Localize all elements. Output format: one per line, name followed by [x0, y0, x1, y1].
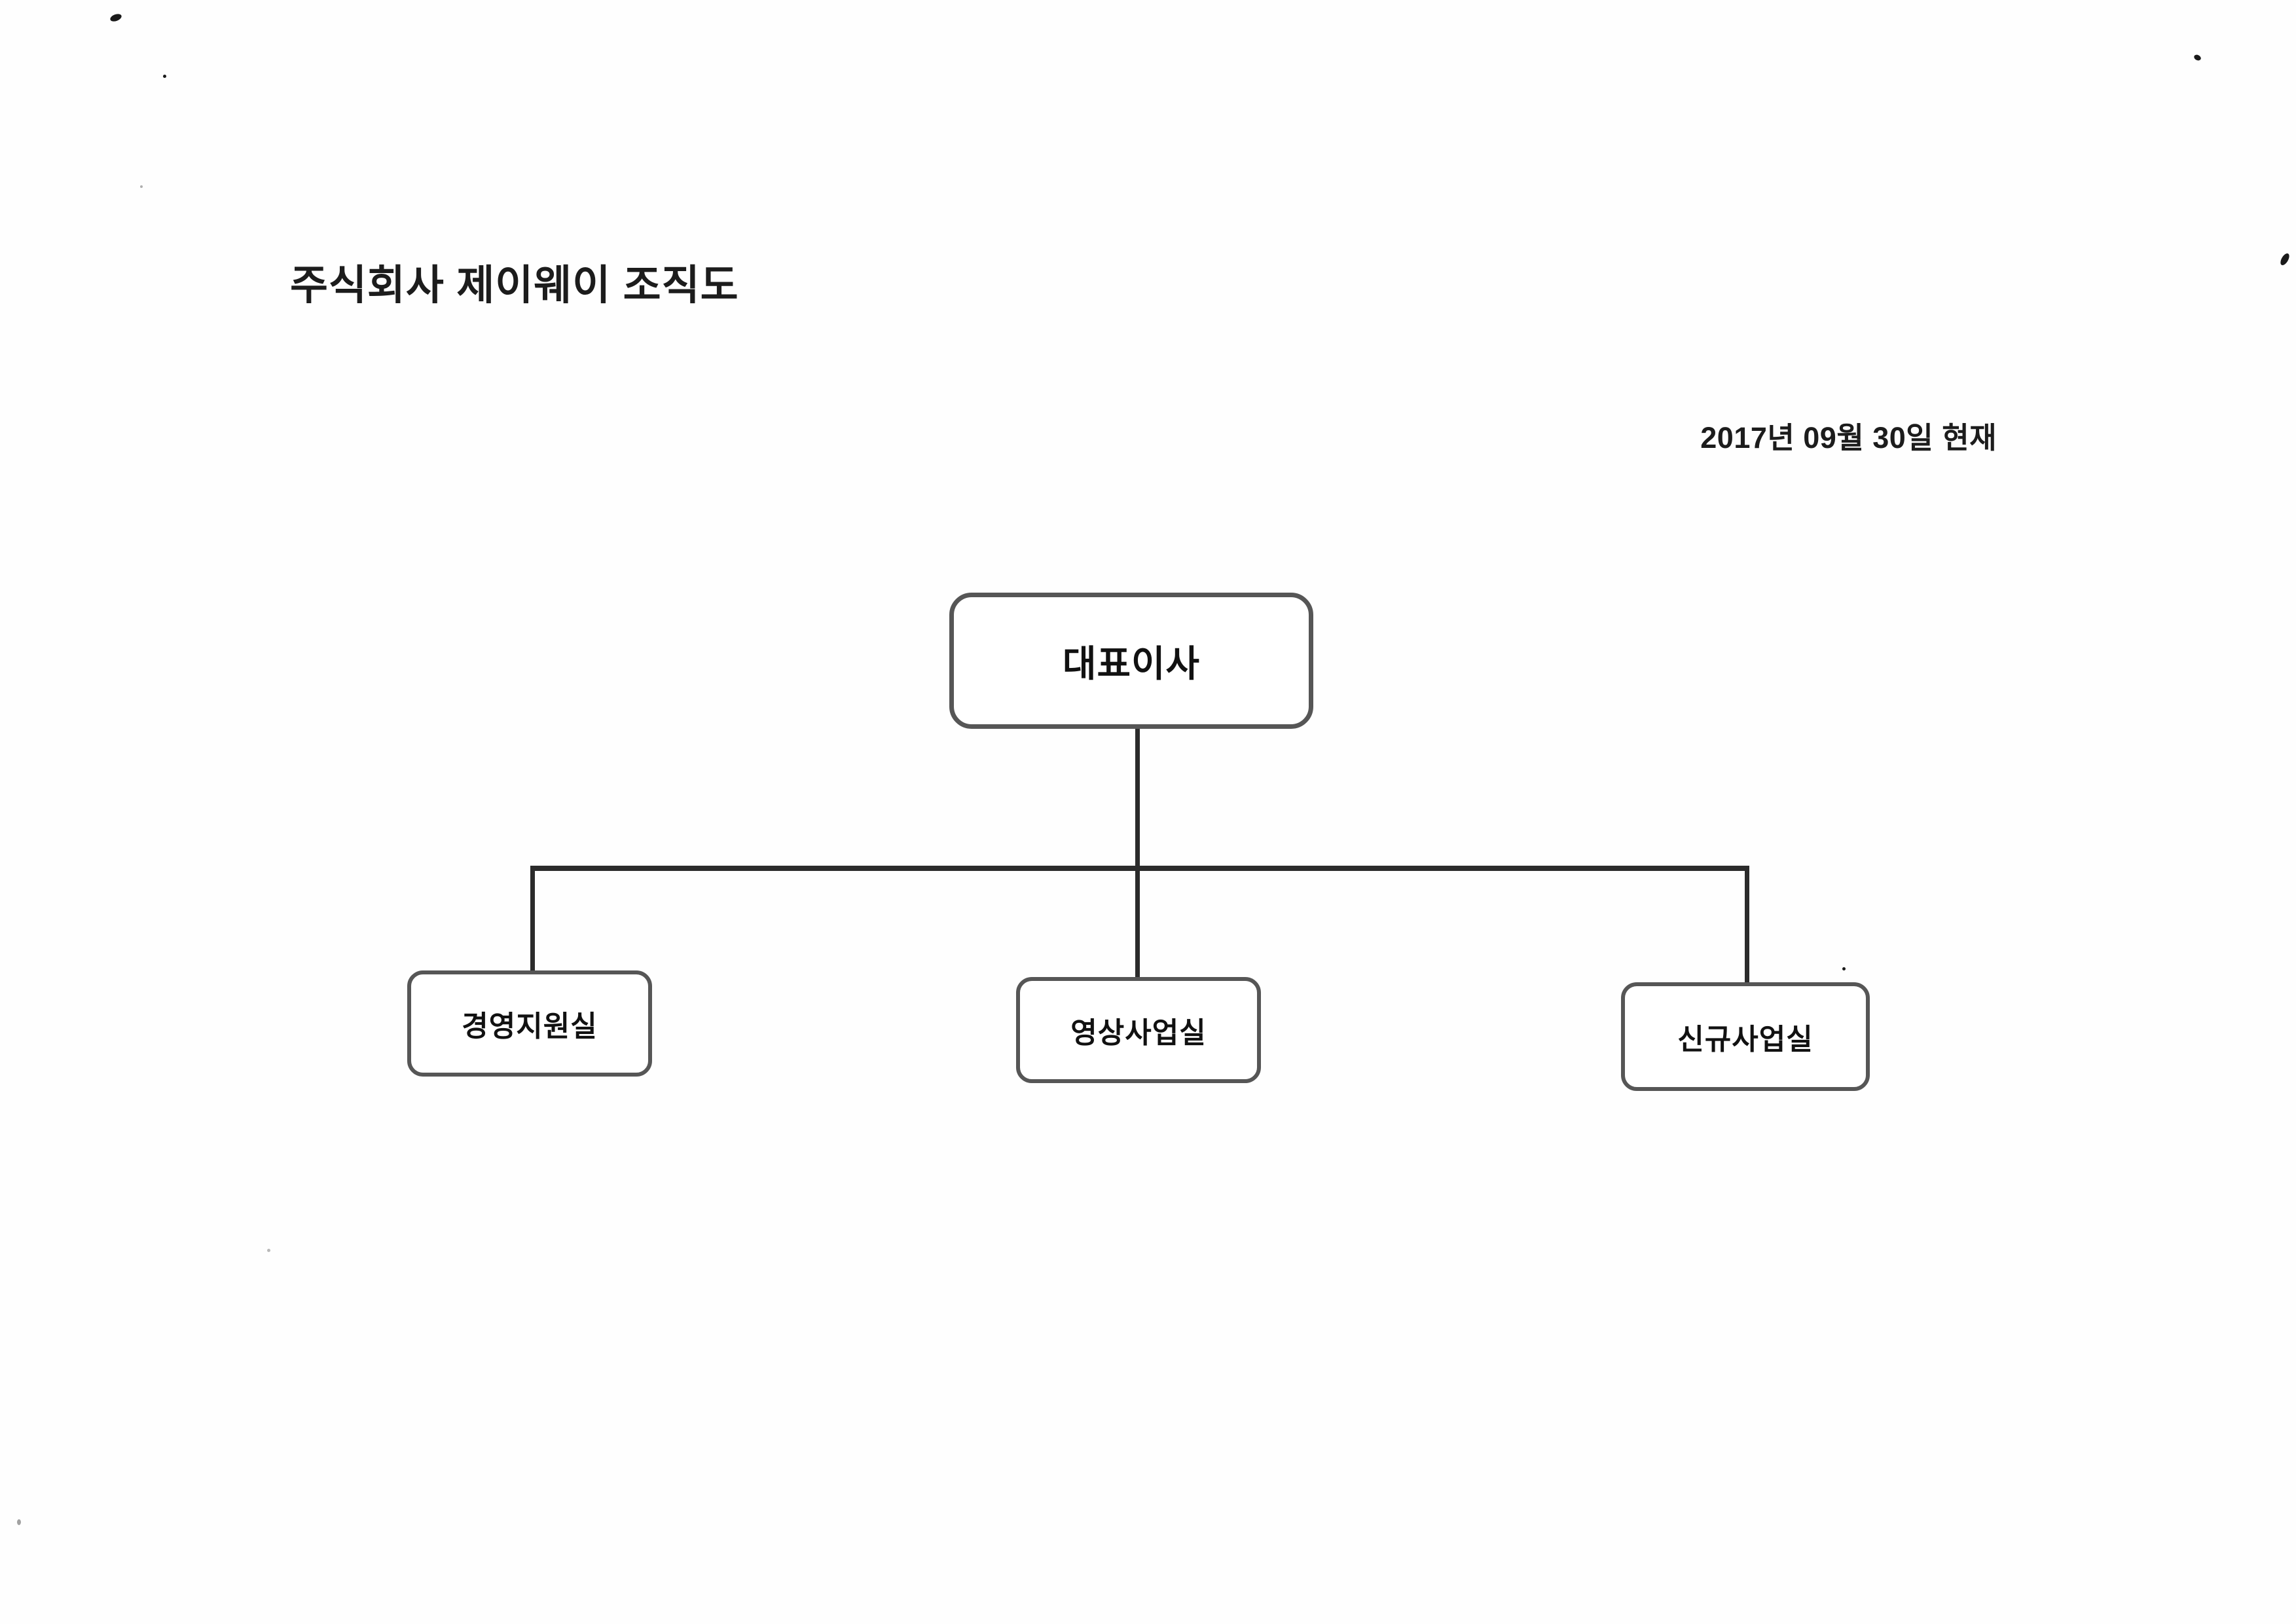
scan-artifact-speck — [267, 1249, 270, 1252]
org-node-new-business[interactable]: 신규사업실 — [1621, 982, 1870, 1091]
scan-artifact-speck — [2193, 54, 2202, 62]
scan-artifact-speck — [163, 75, 166, 78]
org-node-new-business-label: 신규사업실 — [1677, 1024, 1813, 1056]
connector-horizontal-bus — [530, 866, 1749, 871]
org-node-video-business-label: 영상사업실 — [1070, 1017, 1207, 1049]
scan-artifact-speck — [140, 185, 143, 188]
org-node-management-support-label: 경영지원실 — [462, 1010, 598, 1043]
connector-trunk-vertical — [1135, 728, 1140, 978]
scan-artifact-speck — [109, 12, 123, 23]
scan-artifact-speck — [1842, 967, 1846, 970]
connector-drop-new-business — [1745, 866, 1749, 984]
org-node-video-business[interactable]: 영상사업실 — [1016, 977, 1261, 1083]
scan-artifact-speck — [2278, 251, 2291, 267]
scan-artifact-speck — [17, 1519, 21, 1525]
page-title: 주식회사 제이웨이 조직도 — [290, 263, 739, 308]
org-node-ceo-label: 대표이사 — [1062, 642, 1201, 684]
org-node-ceo[interactable]: 대표이사 — [949, 593, 1313, 729]
connector-drop-management — [530, 866, 535, 972]
as-of-date-label: 2017년 09월 30일 현재 — [1700, 421, 1997, 454]
org-node-management-support[interactable]: 경영지원실 — [407, 970, 652, 1077]
